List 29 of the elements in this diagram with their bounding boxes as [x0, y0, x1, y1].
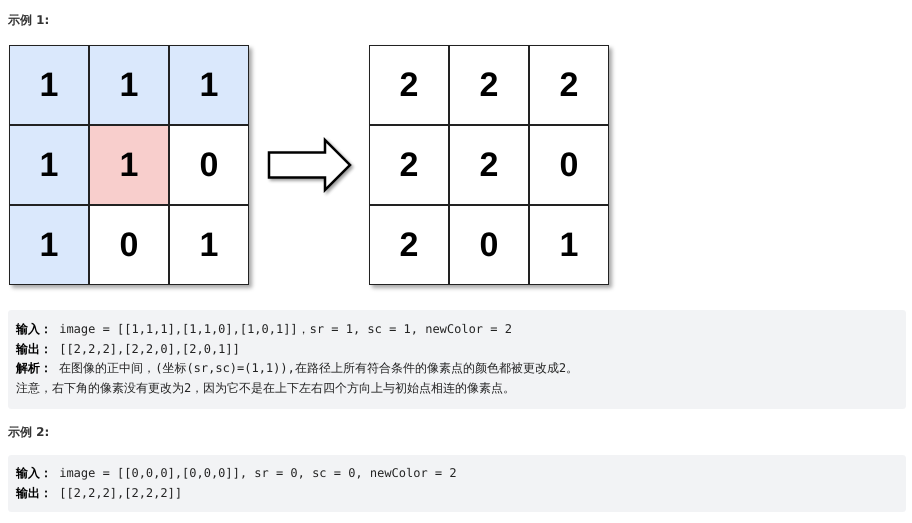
text-line: 注意，右下角的像素没有更改为2，因为它不是在上下左右四个方向上与初始点相连的像素点。: [16, 380, 516, 396]
pixel-cell: 2: [449, 125, 529, 205]
pixel-cell: 2: [369, 125, 449, 205]
example-heading: 示例 1:: [8, 12, 50, 29]
example-heading: 示例 2:: [8, 424, 50, 441]
pixel-cell: 0: [449, 205, 529, 285]
text-line: 输出： [[2,2,2],[2,2,0],[2,0,1]]: [16, 341, 240, 357]
pixel-cell: 0: [89, 205, 169, 285]
pixel-cell: 1: [89, 125, 169, 205]
pixel-cell: 0: [529, 125, 609, 205]
pixel-cell: 1: [89, 45, 169, 125]
pixel-cell: 2: [529, 45, 609, 125]
text-line: 解析： 在图像的正中间，(坐标(sr,sc)=(1,1)),在路径上所有符合条件的像素点的颜色都被更改成2。: [16, 360, 578, 376]
pixel-cell: 1: [169, 45, 249, 125]
pixel-cell: 0: [169, 125, 249, 205]
pixel-cell: 2: [369, 205, 449, 285]
pixel-cell: 1: [9, 125, 89, 205]
block-arrow: [268, 136, 352, 194]
text-line: 输入： image = [[0,0,0],[0,0,0]], sr = 0, sc = 0, newColor = 2: [16, 465, 457, 481]
pixel-grid: [369, 45, 609, 285]
pixel-cell: 1: [529, 205, 609, 285]
pixel-cell: 2: [369, 45, 449, 125]
pixel-cell: 1: [169, 205, 249, 285]
text-line: 输入： image = [[1,1,1],[1,1,0],[1,0,1]]，sr = 1, sc = 1, newColor = 2: [16, 321, 512, 337]
pixel-cell: 1: [9, 45, 89, 125]
text-line: 输出： [[2,2,2],[2,2,2]]: [16, 485, 182, 501]
pixel-grid: [9, 45, 249, 285]
pixel-cell: 2: [449, 45, 529, 125]
pixel-cell: 1: [9, 205, 89, 285]
